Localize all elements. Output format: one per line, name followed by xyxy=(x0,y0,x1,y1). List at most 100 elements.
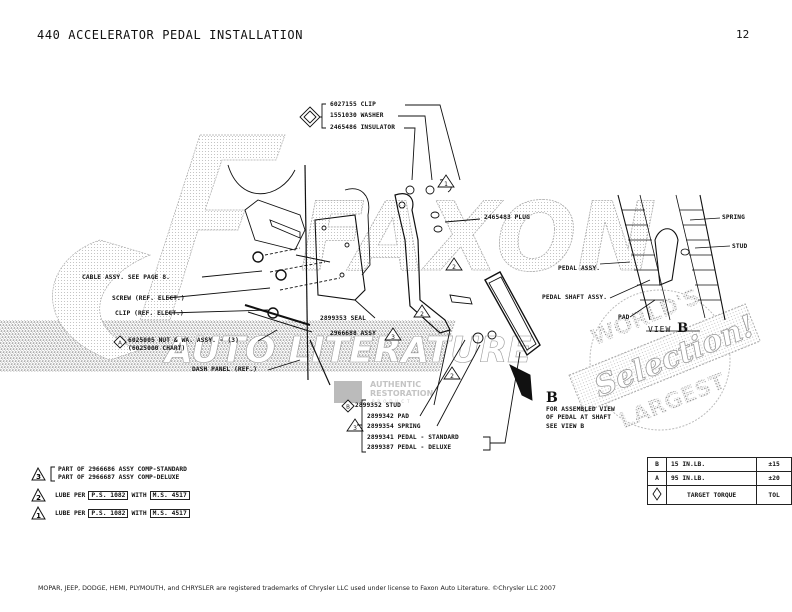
callout-nut: 6025005 NUT & WA. ASSY. - (3) xyxy=(128,337,239,344)
torque-tol: ±15 xyxy=(756,457,792,472)
symbol-letter: B xyxy=(346,405,350,411)
triangle-number: 2 xyxy=(450,373,454,380)
leader-plug xyxy=(444,218,481,223)
callout-dash-panel: DASH PANEL (REF.) xyxy=(192,366,258,373)
legend-note-1: 1 LUBE PER P.S. 1082 WITH M.S. 4517 xyxy=(31,506,190,520)
bolt-hole xyxy=(344,242,350,248)
material-spec: M.S. 4517 xyxy=(149,508,190,518)
leader-pedal xyxy=(497,351,521,444)
callout-pedal-standard: 2899341 PEDAL - STANDARD xyxy=(367,434,459,441)
leader-view-pad xyxy=(629,299,656,318)
pedal-pad-inner xyxy=(488,276,537,351)
spring xyxy=(472,332,484,344)
triangle-number: 2 xyxy=(420,311,424,318)
floor-mat-edge xyxy=(617,194,651,321)
logo-restoration-text: RESTORATION xyxy=(370,389,433,398)
lube-prefix: LUBE PER xyxy=(55,491,86,499)
note-triangle-2 xyxy=(445,257,463,271)
torque-value: 95 IN.LB. xyxy=(665,471,758,486)
dash-panel-edge xyxy=(244,304,311,326)
process-spec: P.S. 1082 xyxy=(88,490,129,500)
view-ref-line1: FOR ASSEMBLED VIEW xyxy=(546,406,615,413)
authentic-restoration-logo: AUTHENTIC RESTORATION PRODUCT xyxy=(334,380,433,404)
torque-value: 15 IN.LB. xyxy=(665,457,758,472)
note-triangle-2 xyxy=(443,366,461,380)
pivot-hole xyxy=(398,201,406,209)
watermark-swoosh xyxy=(52,239,152,361)
view-ref-letter: B xyxy=(546,390,558,406)
view-b-title: VIEW B xyxy=(648,321,689,336)
callout-screw: SCREW (REF. ELECT.) xyxy=(112,295,185,302)
torque-table: B 15 IN.LB. ±15 A 95 IN.LB. ±20 TARGET T… xyxy=(647,457,792,505)
symbol-letter: A xyxy=(118,341,122,347)
callout-stud: 2899352 STUD xyxy=(355,402,401,409)
triangle-1-icon: 1 xyxy=(31,506,46,520)
view-b-label-stud: STUD xyxy=(732,243,748,250)
view-b-label-pedal-shaft: PEDAL SHAFT ASSY. xyxy=(542,294,608,301)
faxon-watermark: FAXON AUTO LITERATURE xyxy=(0,134,657,372)
clip xyxy=(405,185,415,195)
legend-note-3-text: PART OF 2966686 ASSY COMP-STANDARD PART … xyxy=(58,466,187,482)
callout-pad: 2899342 PAD xyxy=(367,413,410,420)
legend-note-3-line: PART OF 2966687 ASSY COMP-DELUXE xyxy=(58,474,180,481)
callout-cable-assy: CABLE ASSY. SEE PAGE 8. xyxy=(82,274,170,281)
torque-tol: ±20 xyxy=(756,471,792,486)
dash-panel-edge xyxy=(247,311,313,333)
floor-mat-edge xyxy=(675,194,706,319)
throttle-rod xyxy=(309,339,331,386)
stud-centerline xyxy=(269,261,326,273)
callout-washer: 1551030 WASHER xyxy=(330,112,384,119)
leader-view-pedal-assy xyxy=(599,261,631,265)
diamond-inner xyxy=(303,110,317,124)
callout-pedal-deluxe: 2899387 PEDAL - DELUXE xyxy=(367,444,452,451)
watermark-brand-text: FAXON xyxy=(300,183,656,293)
legend-note-2: 2 LUBE PER P.S. 1082 WITH M.S. 4517 xyxy=(31,488,190,502)
logo-badge xyxy=(334,381,362,403)
leader-view-spring xyxy=(689,217,721,221)
leader-clip xyxy=(405,104,461,181)
symbol-b-diamond xyxy=(341,399,355,413)
lube-with: WITH xyxy=(131,491,147,499)
watermark-band xyxy=(0,320,457,372)
page-title: 440 ACCELERATOR PEDAL INSTALLATION xyxy=(37,28,304,42)
leader-screw xyxy=(167,287,271,299)
torque-symbol: A xyxy=(647,471,667,486)
pedal-variant-bracket xyxy=(483,436,497,451)
pedal-assembly-drawing xyxy=(167,104,541,444)
pedal-group-bracket xyxy=(357,399,366,453)
callout-plug: 2465483 PLUG xyxy=(484,214,530,221)
tol-label: TOL xyxy=(756,485,792,505)
bracket-slot xyxy=(269,219,301,239)
view-b-title-word: VIEW xyxy=(648,325,672,334)
leader-nut xyxy=(257,329,278,342)
watermark-letter-f xyxy=(139,134,286,321)
leader-spring xyxy=(436,344,481,427)
dash-panel-line xyxy=(304,164,309,381)
callout-seal: 2899353 SEAL xyxy=(320,315,366,322)
svg-text:3: 3 xyxy=(36,473,41,481)
logo-product-text: PRODUCT xyxy=(372,399,413,404)
stud-centerline xyxy=(264,247,301,256)
callout-assy: 2966688 ASSY xyxy=(330,330,376,337)
torque-row: A 95 IN.LB. ±20 xyxy=(647,471,792,486)
bolt-hole xyxy=(339,272,345,278)
mat-grid xyxy=(622,209,664,301)
page-number: 12 xyxy=(736,28,750,41)
spring xyxy=(487,330,497,340)
mat-grid xyxy=(680,209,721,301)
triangle-3-icon: 3 xyxy=(31,467,46,481)
floor-mat-edge xyxy=(639,194,671,321)
pedal-pad xyxy=(484,271,541,357)
view-b-drawing xyxy=(599,194,731,332)
firewall-arc xyxy=(227,164,296,194)
leader-view-stud xyxy=(694,245,731,249)
torque-footer-row: TARGET TORQUE TOL xyxy=(647,485,792,505)
diamond-icon xyxy=(652,487,662,501)
svg-text:1: 1 xyxy=(36,512,41,520)
triangle-number: 1 xyxy=(444,181,448,188)
leader-stud xyxy=(433,329,451,406)
view-b-label-pad: PAD xyxy=(618,314,630,321)
lube-prefix: LUBE PER xyxy=(55,509,86,517)
legend-note-3: 3 PART OF 2966686 ASSY COMP-STANDARD PAR… xyxy=(31,466,187,482)
stud-detail xyxy=(680,248,690,256)
